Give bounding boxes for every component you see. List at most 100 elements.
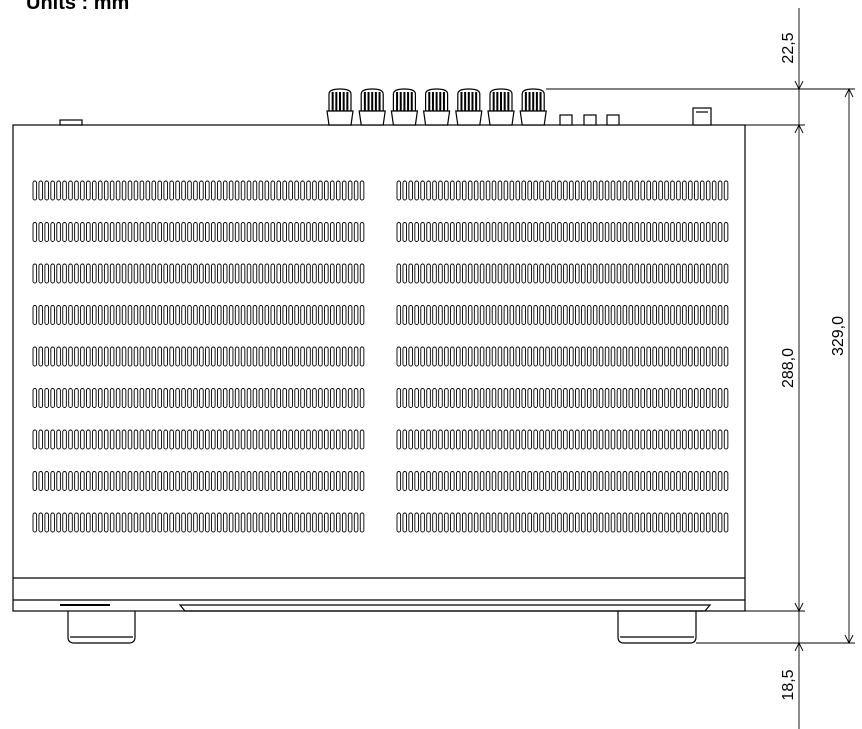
vent-slot bbox=[402, 263, 408, 284]
vent-row bbox=[396, 180, 729, 201]
dim-label-top-offset: 22,5 bbox=[780, 32, 797, 63]
vent-slot bbox=[616, 512, 622, 533]
vent-slot bbox=[276, 180, 282, 201]
vent-slot bbox=[199, 429, 204, 450]
vent-slot bbox=[408, 263, 413, 284]
vent-slot bbox=[318, 180, 323, 201]
vent-slot bbox=[74, 512, 79, 533]
vent-slot bbox=[199, 512, 204, 533]
vent-slot bbox=[145, 512, 151, 533]
vent-slot bbox=[694, 512, 699, 533]
vent-slot bbox=[264, 346, 270, 367]
vent-slot bbox=[586, 346, 592, 367]
vent-slot bbox=[634, 180, 640, 201]
vent-slot bbox=[628, 222, 634, 242]
vent-slot bbox=[569, 346, 574, 367]
vent-slot bbox=[396, 180, 402, 201]
vent-slot bbox=[676, 471, 681, 491]
vent-slot bbox=[581, 429, 586, 450]
vent-slot bbox=[92, 180, 97, 201]
vent-slot bbox=[324, 346, 329, 367]
vent-slot bbox=[318, 263, 323, 284]
vent-slot bbox=[294, 180, 299, 201]
vent-slot bbox=[485, 263, 491, 284]
vent-slot bbox=[44, 305, 49, 325]
vent-slot bbox=[622, 346, 628, 367]
vent-slot bbox=[628, 346, 634, 367]
vent-slot bbox=[664, 429, 669, 450]
vent-slot bbox=[539, 346, 544, 367]
vent-slot bbox=[109, 512, 115, 533]
vent-slot bbox=[312, 305, 317, 325]
vent-slot bbox=[187, 263, 192, 284]
vent-slot bbox=[497, 263, 503, 284]
vent-slot bbox=[258, 471, 264, 491]
vent-slot bbox=[68, 222, 73, 242]
vent-slot bbox=[157, 471, 162, 491]
vent-slot bbox=[86, 263, 91, 284]
vent-slot bbox=[688, 388, 693, 408]
vent-slot bbox=[169, 222, 174, 242]
vent-slot bbox=[467, 429, 473, 450]
vent-slot bbox=[509, 388, 515, 408]
vent-slot bbox=[151, 222, 157, 242]
vent-slot bbox=[402, 346, 408, 367]
vent-slot bbox=[62, 512, 67, 533]
vent-slot bbox=[491, 180, 497, 201]
vent-slot bbox=[240, 388, 246, 408]
vent-slot bbox=[193, 512, 198, 533]
vent-row bbox=[32, 471, 365, 491]
vent-slot bbox=[121, 180, 127, 201]
vent-slot bbox=[133, 263, 139, 284]
rear-cable-clip bbox=[59, 119, 83, 126]
vent-slot bbox=[658, 388, 663, 408]
vent-slot bbox=[456, 512, 461, 533]
rear-jack-1 bbox=[559, 114, 573, 126]
vent-slot bbox=[426, 222, 431, 242]
vent-slot bbox=[127, 305, 133, 325]
vent-slot bbox=[133, 346, 139, 367]
vent-slot bbox=[216, 222, 222, 242]
vent-slot bbox=[426, 180, 431, 201]
vent-slot bbox=[700, 512, 705, 533]
vent-row bbox=[32, 263, 365, 284]
vent-slot bbox=[151, 429, 157, 450]
vent-slot bbox=[324, 222, 329, 242]
vent-slot bbox=[228, 471, 234, 491]
vent-slot bbox=[282, 429, 287, 450]
vent-slot bbox=[216, 346, 222, 367]
vent-slot bbox=[586, 512, 592, 533]
vent-slot bbox=[444, 180, 449, 201]
vent-slot bbox=[551, 222, 556, 242]
vent-slot bbox=[133, 180, 139, 201]
vent-slot bbox=[133, 471, 139, 491]
vent-slot bbox=[246, 180, 252, 201]
vent-slot bbox=[330, 222, 335, 242]
vent-slot bbox=[688, 305, 693, 325]
vent-slot bbox=[222, 222, 228, 242]
vent-slot bbox=[62, 471, 67, 491]
vent-slot bbox=[705, 180, 711, 201]
vent-slot bbox=[205, 512, 210, 533]
vent-slot bbox=[121, 471, 127, 491]
vent-slot bbox=[103, 429, 109, 450]
vent-slot bbox=[74, 305, 79, 325]
vent-slot bbox=[306, 346, 311, 367]
vent-slot bbox=[628, 305, 634, 325]
vent-slot bbox=[211, 471, 216, 491]
vent-slot bbox=[139, 512, 145, 533]
vent-slot bbox=[717, 346, 723, 367]
vent-slot bbox=[300, 388, 305, 408]
vent-slot bbox=[80, 429, 85, 450]
vent-slot bbox=[682, 512, 687, 533]
vent-slot bbox=[347, 471, 353, 491]
vent-slot bbox=[32, 305, 38, 325]
dim-total-depth-arrow-top bbox=[844, 87, 854, 98]
vent-slot bbox=[509, 346, 515, 367]
vent-slot bbox=[581, 346, 586, 367]
vent-slot bbox=[330, 388, 335, 408]
vent-slot bbox=[640, 222, 646, 242]
vent-slot bbox=[234, 429, 240, 450]
ventilation-slots bbox=[32, 180, 729, 533]
vent-slot bbox=[557, 263, 562, 284]
